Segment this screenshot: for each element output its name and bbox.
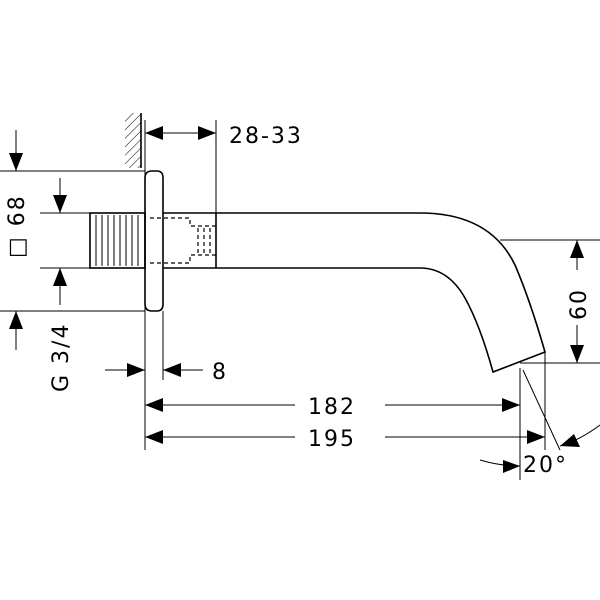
dim-length-total: 195 <box>145 427 545 452</box>
extension-lines <box>0 120 600 480</box>
wall-section <box>125 113 142 168</box>
plate-thickness-label: 8 <box>212 360 228 385</box>
square-plate-label: □ 68 <box>5 194 30 258</box>
dim-spout-drop: 60 <box>567 240 592 363</box>
length-total-label: 195 <box>308 427 356 452</box>
length-inner-label: 182 <box>308 395 356 420</box>
spout-drop-label: 60 <box>567 288 592 320</box>
wall-gap-label: 28-33 <box>229 124 303 149</box>
mounting-plate <box>144 170 164 312</box>
dim-length-inner: 182 <box>145 395 520 420</box>
dim-wall-gap: 28-33 <box>145 124 303 149</box>
dim-angle: 20° <box>479 424 600 478</box>
thread-label: G 3/4 <box>49 323 74 392</box>
angle-label: 20° <box>523 453 568 478</box>
spout-body <box>150 212 546 374</box>
thread-connector <box>89 212 146 269</box>
dim-plate-height: □ 68 <box>5 130 30 350</box>
dim-thread: G 3/4 <box>49 178 74 392</box>
dim-plate-thickness: 8 <box>105 360 228 385</box>
